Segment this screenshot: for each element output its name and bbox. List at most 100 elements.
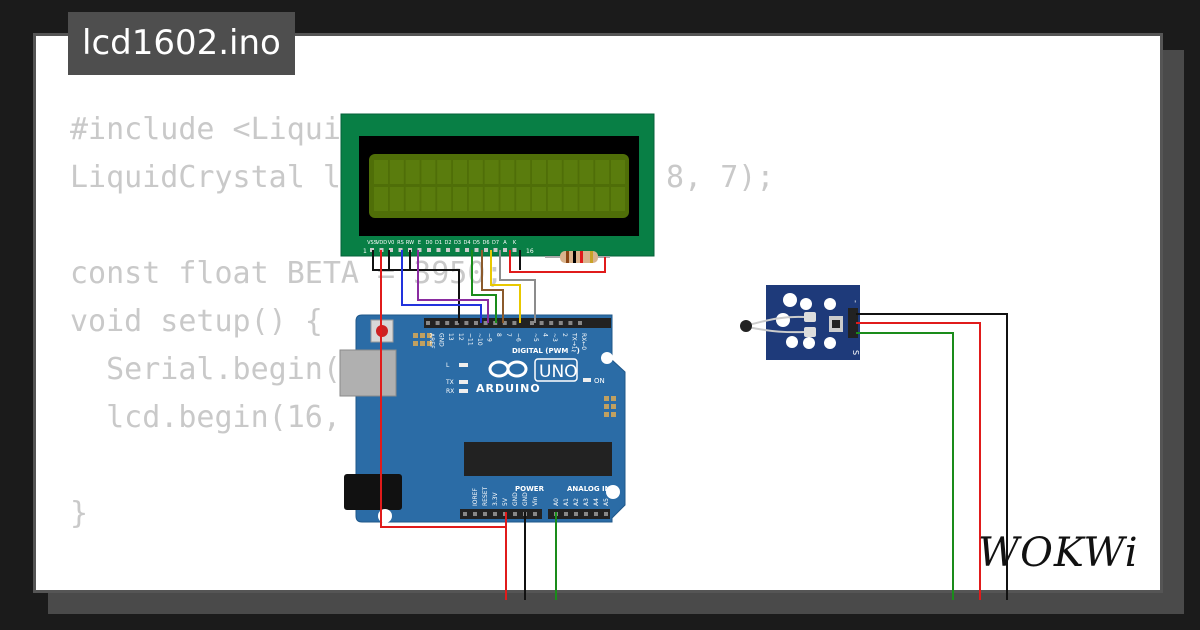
thermistor-bead xyxy=(740,320,752,332)
digital-pin[interactable] xyxy=(530,321,534,325)
analog-pin[interactable] xyxy=(594,512,598,516)
lcd-pin[interactable] xyxy=(398,248,403,252)
code-line: } xyxy=(70,496,89,531)
analog-pin-label: A1 xyxy=(563,498,570,506)
digital-header-label: DIGITAL (PWM ~) xyxy=(512,347,580,355)
digital-pin-label: 2 xyxy=(561,333,568,337)
digital-pin-label: ~9 xyxy=(486,333,493,342)
lcd-pin-label: K xyxy=(513,240,517,246)
lcd-pin[interactable] xyxy=(436,248,441,252)
wire-red-backlight[interactable] xyxy=(509,250,606,273)
lcd-pin[interactable] xyxy=(503,248,507,252)
wire-green-sensor-signal[interactable] xyxy=(856,332,954,600)
resistor[interactable] xyxy=(545,251,610,263)
power-pin[interactable] xyxy=(493,512,497,516)
digital-pin[interactable] xyxy=(549,321,554,325)
digital-pin[interactable] xyxy=(426,321,430,325)
wire-black-gnd[interactable] xyxy=(372,250,460,323)
lcd-pin-label: VDD xyxy=(376,240,387,246)
lcd-cell xyxy=(547,160,562,184)
digital-pin-label: 8 xyxy=(495,333,502,337)
digital-pin[interactable] xyxy=(578,321,582,325)
lcd-pin-label: D5 xyxy=(473,240,480,246)
digital-pin[interactable] xyxy=(539,321,544,325)
power-pin[interactable] xyxy=(473,512,477,516)
digital-pin-label: AREF xyxy=(428,333,435,349)
digital-pin[interactable] xyxy=(558,321,563,325)
lcd-pin-label: RS xyxy=(397,240,404,246)
ntc-temperature-sensor[interactable]: -S xyxy=(740,285,860,360)
power-pin[interactable] xyxy=(513,512,517,516)
power-pin-label: 5V xyxy=(502,497,509,506)
resistor-band-1 xyxy=(566,251,569,263)
analog-pin-label: A0 xyxy=(553,498,560,506)
lcd-pin[interactable] xyxy=(512,248,517,252)
status-led xyxy=(459,380,468,384)
digital-pin[interactable] xyxy=(474,321,478,325)
wire-gray-d7[interactable] xyxy=(499,250,536,323)
lcd-pin-last-label: 16 xyxy=(526,248,534,255)
lcd-pin[interactable] xyxy=(427,248,431,252)
sensor-hole-2 xyxy=(800,298,812,310)
icsp-pin xyxy=(427,341,432,346)
lcd-pin[interactable] xyxy=(484,248,488,252)
wire-purple-e[interactable] xyxy=(417,250,489,323)
digital-pin[interactable] xyxy=(445,321,450,325)
lcd-cell xyxy=(374,187,388,211)
resistor-band-3 xyxy=(580,251,583,263)
analog-pin[interactable] xyxy=(564,512,568,516)
digital-pin-label: 12 xyxy=(457,333,464,341)
lcd-pin[interactable] xyxy=(389,248,393,252)
power-pin-label: RESET xyxy=(482,486,489,506)
sensor-smd-core xyxy=(832,320,840,328)
lcd-cell xyxy=(484,187,499,211)
lcd-pin-label: V0 xyxy=(388,240,395,246)
analog-pin-label: A2 xyxy=(573,498,580,506)
lcd-pin[interactable] xyxy=(465,248,469,252)
analog-pin[interactable] xyxy=(604,512,608,516)
lcd-pin[interactable] xyxy=(474,248,479,252)
digital-pin[interactable] xyxy=(435,321,440,325)
power-pin[interactable] xyxy=(533,512,537,516)
lcd-pin-label: VSS xyxy=(367,240,377,246)
analog-pin[interactable] xyxy=(574,512,578,516)
icsp-right-header xyxy=(604,396,616,417)
lcd-pin[interactable] xyxy=(446,248,450,252)
digital-pin[interactable] xyxy=(464,321,469,325)
wire-black-sensor-gnd[interactable] xyxy=(856,313,1008,600)
icsp-pin xyxy=(420,341,425,346)
lcd-cell xyxy=(563,187,578,211)
wire-brown-d5[interactable] xyxy=(481,250,504,323)
power-pin[interactable] xyxy=(483,512,487,516)
power-pin-label: GND xyxy=(522,492,529,506)
wire-green-d4[interactable] xyxy=(471,250,497,323)
status-led xyxy=(459,363,468,367)
wire-red-sensor-vcc[interactable] xyxy=(856,322,981,600)
digital-pin[interactable] xyxy=(568,321,573,325)
resistor-band-2 xyxy=(573,251,576,263)
lcd-pin[interactable] xyxy=(417,248,422,252)
digital-pin[interactable] xyxy=(502,321,507,325)
digital-pin[interactable] xyxy=(454,321,459,325)
wire-yellow-d6[interactable] xyxy=(490,250,521,323)
sensor-pin-header xyxy=(848,308,858,338)
analog-pin[interactable] xyxy=(584,512,588,516)
lcd-pin[interactable] xyxy=(455,248,460,252)
wire-blue-rs[interactable] xyxy=(401,250,482,323)
lcd-pin[interactable] xyxy=(493,248,498,252)
uno-model-text: UNO xyxy=(539,362,578,382)
power-pin-label: 3.3V xyxy=(492,491,499,506)
power-header-strip xyxy=(460,509,542,519)
digital-pin[interactable] xyxy=(483,321,488,325)
digital-pin[interactable] xyxy=(512,321,517,325)
power-pin[interactable] xyxy=(463,512,467,516)
lcd-cell xyxy=(579,160,594,184)
lcd-pin-label: D7 xyxy=(492,240,499,246)
lcd-cell xyxy=(468,160,483,184)
wires[interactable] xyxy=(372,250,1008,600)
arduino-brand-text: ARDUINO xyxy=(476,382,541,395)
lcd-cell xyxy=(437,187,452,211)
